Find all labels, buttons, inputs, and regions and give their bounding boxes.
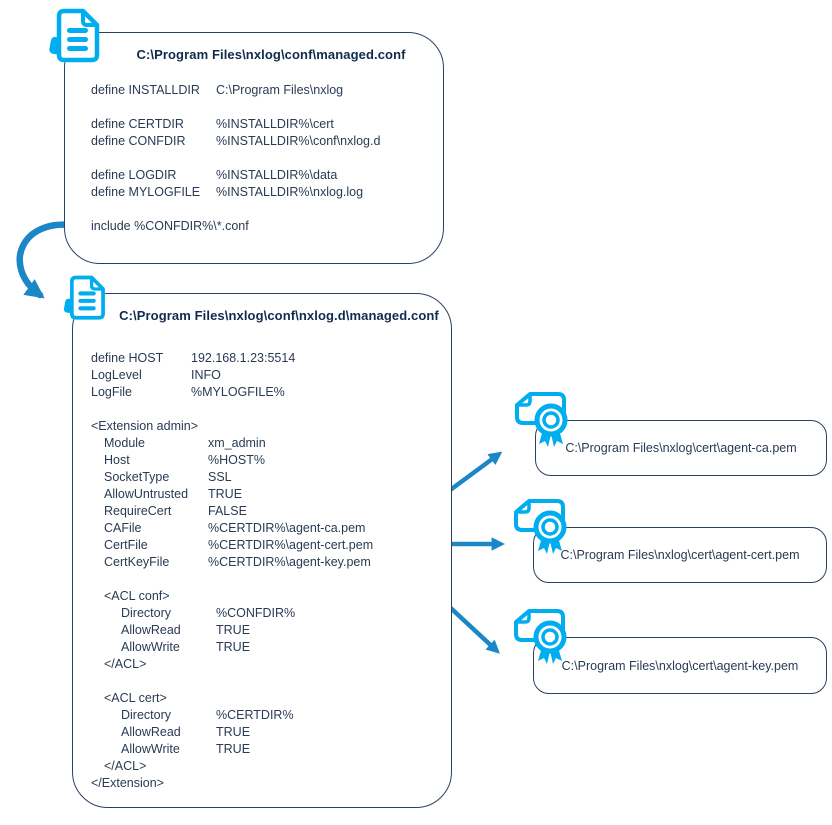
- blank-line: [91, 99, 380, 116]
- config-line: define CONFDIR%INSTALLDIR%\conf\nxlog.d: [91, 134, 381, 148]
- config-line-certkeyfile: CertKeyFile%CERTDIR%\agent-key.pem: [104, 555, 371, 569]
- blank-line: [91, 401, 373, 418]
- blank-line: [91, 201, 380, 218]
- config-file-path-title: C:\Program Files\nxlog\conf\managed.conf: [136, 47, 406, 62]
- blank-line: [91, 150, 380, 167]
- config-line: Directory%CERTDIR%: [121, 708, 294, 722]
- cert-file-path: C:\Program Files\nxlog\cert\agent-key.pe…: [561, 658, 799, 673]
- config-line-tag: <ACL cert>: [104, 691, 167, 705]
- config-line: define LOGDIR%INSTALLDIR%\data: [91, 168, 338, 182]
- config-line: define CERTDIR%INSTALLDIR%\cert: [91, 117, 334, 131]
- config-line-tag: </ACL>: [104, 657, 147, 671]
- config-line-certfile: CertFile%CERTDIR%\agent-cert.pem: [104, 538, 374, 552]
- config-line: define MYLOGFILE%INSTALLDIR%\nxlog.log: [91, 185, 364, 199]
- config-line-cafile: CAFile%CERTDIR%\agent-ca.pem: [104, 521, 366, 535]
- document-icon: [49, 8, 100, 63]
- blank-line: [91, 673, 373, 690]
- cert-file-path: C:\Program Files\nxlog\cert\agent-ca.pem: [565, 441, 797, 455]
- cert-box-agent-ca: C:\Program Files\nxlog\cert\agent-ca.pem: [535, 420, 827, 476]
- config-line-include: include %CONFDIR%\*.conf: [91, 219, 249, 233]
- config-line-tag: </ACL>: [104, 759, 147, 773]
- document-icon: [63, 275, 105, 320]
- config-line-tag: <ACL conf>: [104, 589, 170, 603]
- config-box-managed-conf: C:\Program Files\nxlog\conf\managed.conf…: [64, 32, 444, 264]
- certificate-icon: [514, 609, 567, 664]
- config-file-path-title: C:\Program Files\nxlog\conf\nxlog.d\mana…: [119, 308, 439, 323]
- config-line: Directory%CONFDIR%: [121, 606, 296, 620]
- config-line-tag: <Extension admin>: [91, 419, 199, 433]
- certificate-icon: [514, 499, 567, 554]
- config-line: LogFile%MYLOGFILE%: [91, 385, 285, 399]
- blank-line: [91, 571, 373, 588]
- cert-box-agent-cert: C:\Program Files\nxlog\cert\agent-cert.p…: [533, 527, 827, 583]
- certificate-icon: [515, 392, 568, 447]
- cert-file-path: C:\Program Files\nxlog\cert\agent-cert.p…: [560, 548, 800, 562]
- config-line: Host%HOST%: [104, 453, 265, 467]
- cert-box-agent-key: C:\Program Files\nxlog\cert\agent-key.pe…: [533, 637, 827, 694]
- config-line-tag: </Extension>: [91, 776, 164, 790]
- config-box-nxlog-d-managed-conf: C:\Program Files\nxlog\conf\nxlog.d\mana…: [72, 293, 452, 808]
